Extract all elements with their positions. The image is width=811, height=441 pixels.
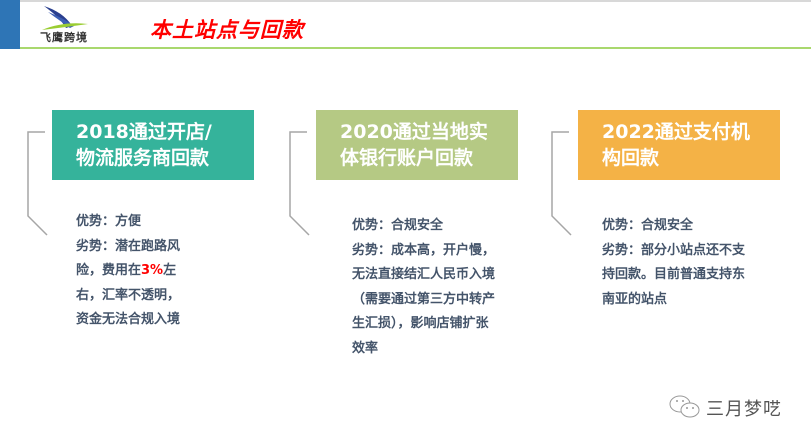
detail-line: （需要通过第三方中转产: [352, 291, 496, 307]
stage-details-2018: 优势：方便 劣势：潜在跑路风 险，费用在3%左 右，汇率不透明， 资金无法合规入…: [76, 210, 180, 333]
stage-card-2018: 2018通过开店/ 物流服务商回款: [52, 110, 254, 180]
stage-details-2022: 优势：合规安全 劣势：部分小站点还不支 持回款。目前普通支持东 南亚的站点: [602, 214, 745, 312]
stage-details-2020: 优势：合规安全 劣势：成本高，开户慢， 无法直接结汇人民币入境 （需要通过第三方…: [352, 214, 495, 361]
wechat-icon: [669, 395, 700, 418]
page-title: 本土站点与回款: [150, 18, 304, 42]
detail-line: 资金无法合规入境: [76, 312, 181, 327]
author-watermark: 三月梦呓: [706, 399, 782, 420]
detail-line: 南亚的站点: [602, 291, 668, 307]
detail-line: 优势：合规安全: [352, 218, 444, 233]
detail-line: 生汇损），影响店铺扩张: [352, 316, 489, 331]
detail-text: 险，费用在: [76, 263, 142, 278]
detail-line: 无法直接结汇人民币入境: [352, 267, 496, 282]
detail-text: 左: [163, 263, 177, 278]
bracket-icon: [551, 131, 572, 236]
header-accent-bar: [0, 0, 20, 49]
detail-line: 优势：方便: [76, 214, 142, 229]
stage-heading-line: 2018通过开店/: [76, 121, 212, 143]
stage-heading-line: 2022通过支付机: [602, 121, 750, 143]
stage-heading-line: 体银行账户回款: [340, 147, 474, 169]
stage-card-2022: 2022通过支付机 构回款: [578, 110, 780, 180]
detail-line: 优势：合规安全: [602, 218, 694, 233]
detail-line: 险，费用在3%左: [76, 259, 180, 284]
detail-line: 效率: [352, 340, 379, 356]
fee-highlight: 3%: [141, 263, 164, 278]
stage-heading-line: 构回款: [602, 147, 660, 169]
header-underline: [20, 47, 811, 49]
detail-line: 劣势：潜在跑路风: [76, 238, 181, 254]
stage-card-2020: 2020通过当地实 体银行账户回款: [316, 110, 518, 180]
stage-heading-line: 2020通过当地实: [340, 121, 488, 143]
detail-line: 劣势：部分小站点还不支: [602, 242, 746, 258]
stage-heading-line: 物流服务商回款: [76, 147, 210, 169]
detail-line: 右，汇率不透明，: [76, 287, 181, 303]
top-border: [0, 0, 811, 2]
logo-text: 飞鹰跨境: [40, 31, 88, 44]
bracket-icon: [27, 131, 48, 236]
detail-line: 劣势：成本高，开户慢，: [352, 242, 496, 258]
logo-icon: [42, 6, 88, 30]
bracket-icon: [289, 131, 310, 236]
detail-line: 持回款。目前普通支持东: [602, 267, 746, 282]
